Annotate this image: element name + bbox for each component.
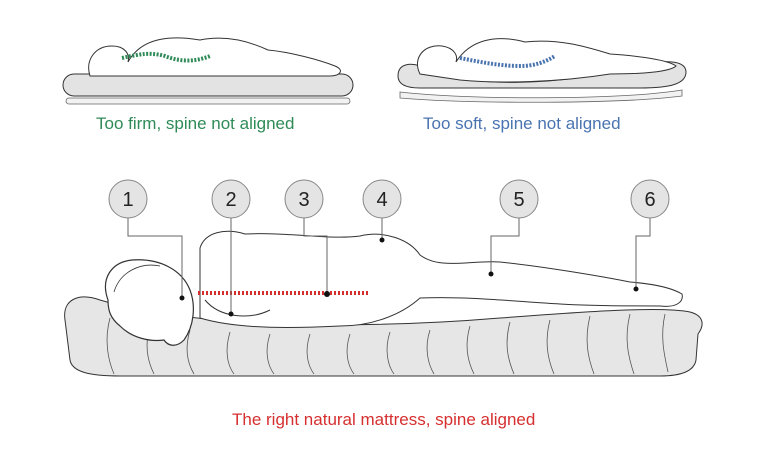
soft-mattress-base [399, 89, 683, 103]
marker-leader-1 [127, 218, 183, 298]
marker-badge-3: 3 [284, 179, 324, 219]
marker-label-4: 4 [376, 189, 387, 211]
marker-leader-5 [490, 218, 520, 274]
main-arm [204, 299, 271, 317]
firm-body [88, 37, 341, 77]
firm-spine [121, 51, 211, 63]
main-head [104, 259, 194, 346]
marker-dot-4 [379, 237, 385, 243]
marker-label-6: 6 [644, 189, 655, 211]
marker-dot-6 [633, 286, 639, 292]
marker-badge-1: 1 [108, 179, 148, 219]
main-body [199, 230, 683, 328]
marker-badge-2: 2 [211, 179, 251, 219]
caption-too-firm: Too firm, spine not aligned [96, 114, 295, 133]
right-mattress-illustration [64, 230, 703, 377]
marker-label-1: 1 [122, 189, 133, 211]
marker-badge-5: 5 [499, 179, 539, 219]
firm-mattress-base [65, 97, 351, 105]
main-hair [113, 264, 161, 293]
marker-leader-6 [635, 218, 651, 289]
marker-dots [179, 237, 639, 317]
marker-label-5: 5 [513, 189, 524, 211]
marker-label-2: 2 [225, 189, 236, 211]
marker-dot-3 [324, 291, 330, 297]
caption-too-soft: Too soft, spine not aligned [423, 114, 621, 133]
marker-leader-3 [303, 218, 328, 294]
too-soft-illustration [397, 38, 687, 103]
marker-dot-2 [228, 311, 234, 317]
marker-dot-1 [179, 295, 185, 301]
markers [127, 218, 651, 314]
caption-right-mattress: The right natural mattress, spine aligne… [232, 410, 536, 429]
firm-mattress [62, 73, 354, 97]
marker-badge-4: 4 [362, 179, 402, 219]
marker-badge-6: 6 [630, 179, 670, 219]
marker-dot-5 [488, 271, 494, 277]
marker-label-3: 3 [298, 189, 309, 211]
soft-spine [459, 54, 557, 69]
marker-badges: 1 2 3 4 5 6 [108, 179, 670, 219]
too-firm-illustration [62, 37, 354, 105]
